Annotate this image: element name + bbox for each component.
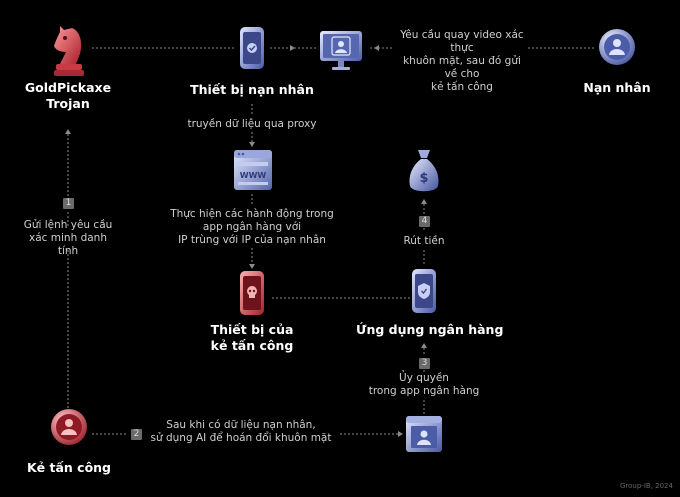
arrow-head (290, 45, 295, 51)
arrow-head (374, 45, 379, 51)
user-avatar-icon (598, 28, 636, 66)
svg-text:$: $ (419, 171, 428, 186)
victim-device-label: Thiết bị nạn nhân (190, 82, 314, 97)
bank-app-smartphone-icon (410, 268, 438, 314)
face-swap-window-icon (404, 414, 444, 454)
arrow-head (65, 129, 71, 134)
arrow-head (421, 343, 427, 348)
face-scan-monitor-icon (318, 28, 364, 74)
attacker-avatar-icon (50, 408, 88, 446)
www-browser-icon: WWW (232, 148, 274, 192)
arrow-head (249, 264, 255, 269)
step-3-label: Ủy quyền trong app ngân hàng (368, 372, 480, 397)
arrow-head (249, 142, 255, 147)
step-4-label: Rút tiền (403, 235, 445, 247)
step-2-badge: 2 (131, 429, 142, 440)
arrow-head (421, 199, 427, 204)
step-1-badge: 1 (63, 198, 74, 209)
arrow-head (398, 431, 403, 437)
watermark: Group-IB, 2024 (620, 482, 673, 490)
step-2-label: Sau khi có dữ liệu nạn nhân, sử dụng AI … (150, 419, 332, 444)
trojan-label: GoldPickaxe Trojan (24, 80, 112, 111)
step-4-badge: 4 (419, 216, 430, 227)
money-bag-icon: $ (406, 146, 442, 196)
chess-knight-icon (48, 22, 88, 78)
step-3-badge: 3 (419, 358, 430, 369)
bank-app-label: Ứng dụng ngân hàng (356, 322, 504, 337)
attacker-device-label: Thiết bị của kẻ tấn công (210, 322, 294, 353)
proxy-label: truyền dữ liệu qua proxy (187, 118, 317, 130)
video-request-label: Yêu cầu quay video xác thực khuôn mặt, s… (400, 29, 524, 93)
svg-text:WWW: WWW (240, 171, 267, 180)
attacker-label: Kẻ tấn công (26, 460, 112, 475)
actions-label: Thực hiện các hành động trong app ngân h… (170, 208, 334, 246)
smartphone-icon (238, 26, 266, 70)
skull-smartphone-icon (238, 270, 266, 316)
step-1-label: Gửi lệnh yêu cầu xác minh danh tính (23, 219, 113, 257)
victim-label: Nạn nhân (583, 80, 651, 95)
